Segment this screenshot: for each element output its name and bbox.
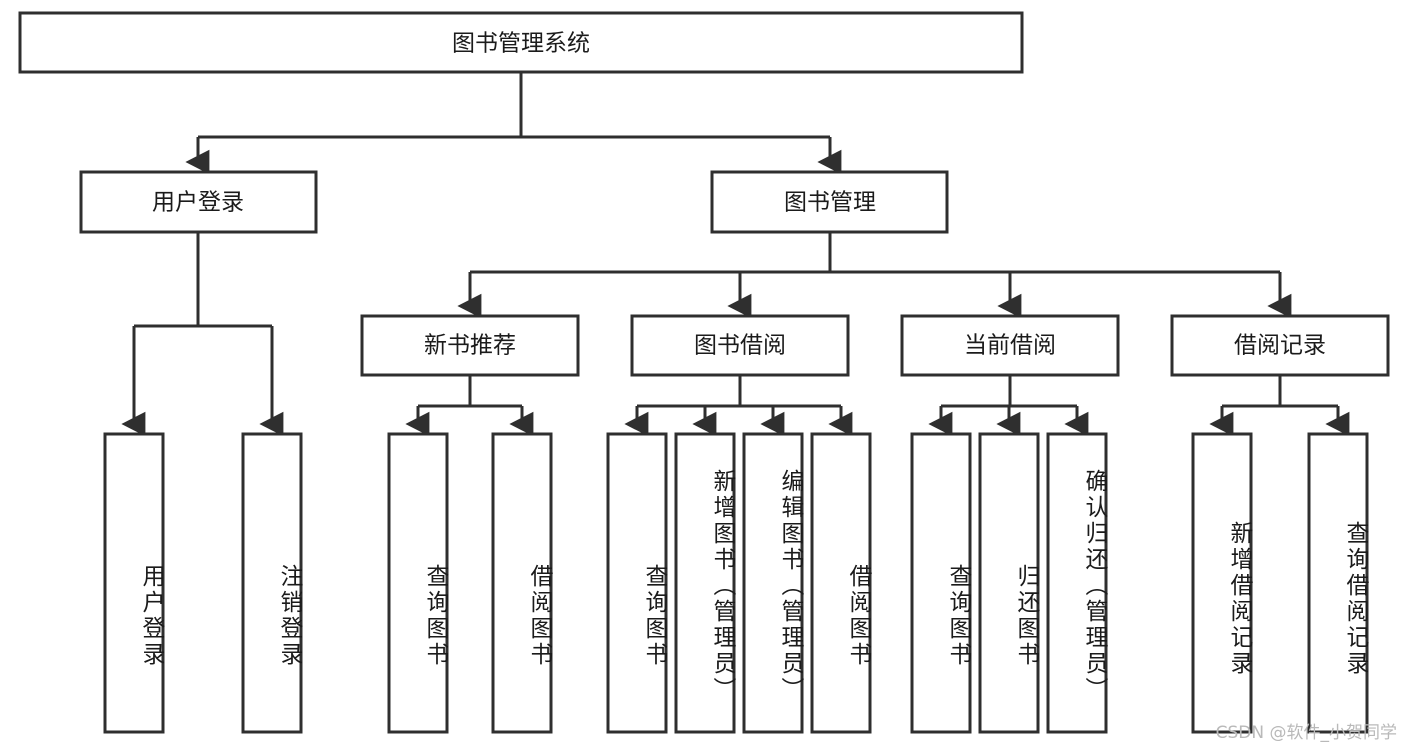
node-box-leaf-book-borrow-2[interactable] bbox=[674, 432, 736, 734]
node-box-book-borrow bbox=[630, 314, 850, 377]
node-box-leaf-book-borrow-1[interactable] bbox=[606, 432, 668, 734]
node-label-new-book-recommend: 新书推荐 bbox=[424, 333, 516, 359]
node-box-leaf-current-borrow-2[interactable] bbox=[978, 432, 1040, 734]
node-label-book-borrow: 图书借阅 bbox=[694, 333, 786, 359]
node-box-leaf-book-borrow-4[interactable] bbox=[810, 432, 872, 734]
node-current-borrow[interactable]: 当前借阅 bbox=[900, 314, 1120, 377]
node-box-book-management bbox=[710, 170, 949, 234]
node-book-borrow[interactable]: 图书借阅 bbox=[630, 314, 850, 377]
node-label-current-borrow: 当前借阅 bbox=[964, 333, 1056, 359]
node-book-management[interactable]: 图书管理 bbox=[710, 170, 949, 234]
node-box-root bbox=[18, 11, 1024, 74]
node-label-borrow-record: 借阅记录 bbox=[1234, 333, 1326, 359]
node-user-login[interactable]: 用户登录 bbox=[79, 170, 318, 234]
node-label-book-management: 图书管理 bbox=[784, 190, 876, 216]
connector-layer bbox=[121, 72, 1350, 437]
node-box-leaf-current-borrow-1[interactable] bbox=[910, 432, 972, 734]
node-box-leaf-book-borrow-3[interactable] bbox=[742, 432, 804, 734]
node-new-book-recommend[interactable]: 新书推荐 bbox=[360, 314, 580, 377]
node-box-user-login bbox=[79, 170, 318, 234]
node-label-user-login: 用户登录 bbox=[152, 190, 244, 216]
node-borrow-record[interactable]: 借阅记录 bbox=[1170, 314, 1390, 377]
node-box-leaf-user-login-2[interactable] bbox=[241, 432, 303, 734]
node-box-leaf-current-borrow-3[interactable] bbox=[1046, 432, 1108, 734]
node-box-new-book-recommend bbox=[360, 314, 580, 377]
node-box-leaf-borrow-record-1[interactable] bbox=[1191, 432, 1253, 734]
node-root-book-management-system[interactable]: 图书管理系统 bbox=[18, 11, 1024, 74]
node-box-leaf-new-book-1[interactable] bbox=[387, 432, 449, 734]
node-box-current-borrow bbox=[900, 314, 1120, 377]
node-box-leaf-user-login-1[interactable] bbox=[103, 432, 165, 734]
node-label-root: 图书管理系统 bbox=[452, 31, 590, 57]
node-box-leaf-new-book-2[interactable] bbox=[491, 432, 553, 734]
node-box-leaf-borrow-record-2[interactable] bbox=[1307, 432, 1369, 734]
node-box-borrow-record bbox=[1170, 314, 1390, 377]
csdn-watermark: CSDN @软件_小贺同学 bbox=[1215, 723, 1397, 743]
